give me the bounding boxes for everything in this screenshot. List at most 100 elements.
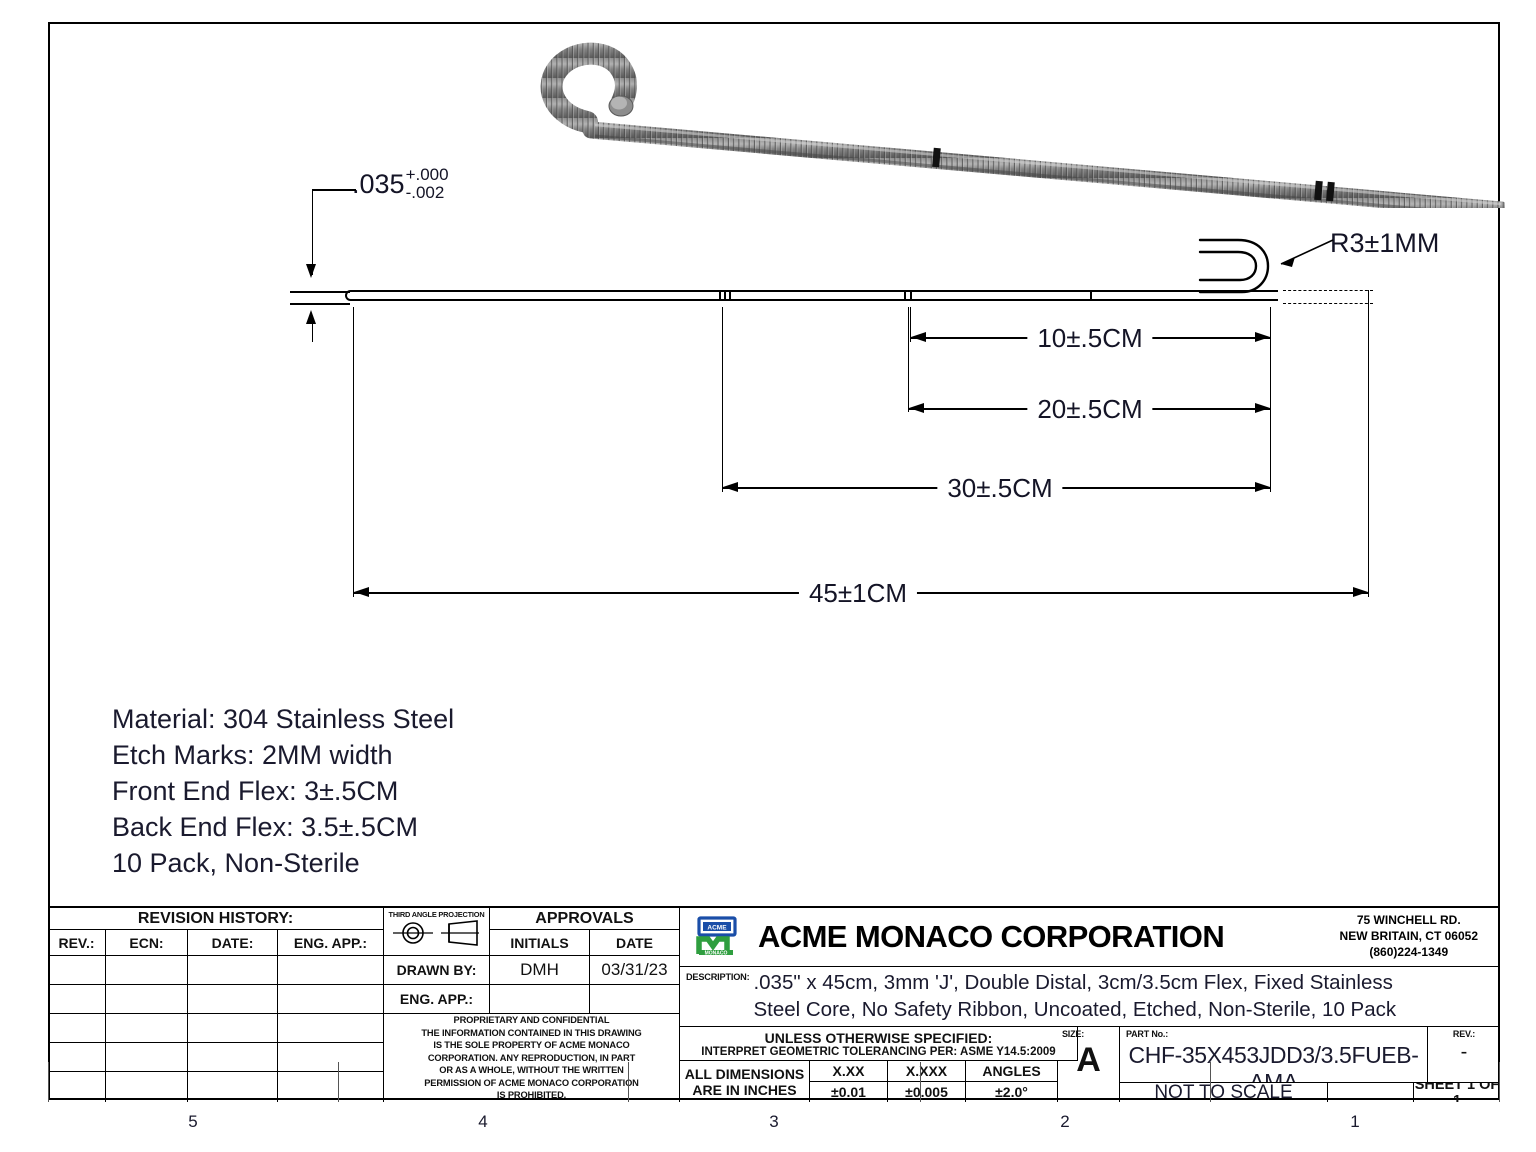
dim-label-30: 30±.5CM bbox=[937, 473, 1063, 504]
table-row[interactable] bbox=[188, 1072, 278, 1102]
proprietary-line-1: PROPRIETARY AND CONFIDENTIAL bbox=[453, 1015, 610, 1026]
table-row[interactable] bbox=[188, 1014, 278, 1043]
isometric-guidewire-render bbox=[495, 38, 1510, 219]
approvals-col-date: DATE bbox=[590, 930, 680, 956]
etch-mark bbox=[904, 290, 907, 301]
tolerance-heading-line-1: UNLESS OTHERWISE SPECIFIED: bbox=[764, 1029, 993, 1046]
revision-cell: REV.: - bbox=[1428, 1027, 1500, 1083]
phantom-line bbox=[1283, 290, 1373, 291]
table-row[interactable] bbox=[48, 1072, 106, 1102]
diameter-nominal: .035 bbox=[352, 169, 405, 200]
table-row[interactable] bbox=[48, 1043, 106, 1072]
j-hook-profile bbox=[1198, 232, 1294, 294]
etch-mark bbox=[724, 290, 727, 301]
table-row[interactable] bbox=[48, 956, 106, 985]
revision-col-rev: REV.: bbox=[48, 930, 106, 956]
table-row[interactable] bbox=[278, 1014, 384, 1043]
diameter-callout: .035 +.000 -.002 bbox=[352, 166, 449, 202]
svg-text:MONACO: MONACO bbox=[705, 950, 728, 956]
description-label: DESCRIPTION: bbox=[686, 972, 750, 982]
revision-col-ecn: ECN: bbox=[106, 930, 188, 956]
etch-band-group bbox=[932, 147, 1335, 202]
approvals-date-eng-app[interactable] bbox=[590, 985, 680, 1014]
zone-label-4: 4 bbox=[478, 1112, 488, 1131]
table-row[interactable] bbox=[278, 1072, 384, 1102]
tolerance-val-xx: ±0.01 bbox=[810, 1082, 888, 1102]
dim-arrow-left-10 bbox=[911, 332, 926, 342]
dim-ext-20 bbox=[908, 307, 909, 412]
proprietary-line-3: IS THE SOLE PROPERTY OF ACME MONACO bbox=[433, 1040, 630, 1051]
diameter-witness-bot bbox=[290, 303, 350, 305]
table-row[interactable] bbox=[106, 1014, 188, 1043]
part-number-label: PART No.: bbox=[1126, 1029, 1169, 1039]
table-row[interactable] bbox=[106, 1072, 188, 1102]
tolerance-col-xx: X.XX bbox=[810, 1061, 888, 1082]
table-row[interactable] bbox=[48, 1014, 106, 1043]
etch-mark bbox=[719, 290, 722, 301]
table-row[interactable] bbox=[278, 956, 384, 985]
table-row[interactable] bbox=[106, 956, 188, 985]
dim-arrow-left-30 bbox=[723, 482, 738, 492]
diameter-leader-vert bbox=[312, 189, 313, 275]
diameter-witness-top bbox=[290, 291, 350, 293]
description-line-1: .035" x 45cm, 3mm 'J', Double Distal, 3c… bbox=[753, 970, 1393, 994]
note-front-end-flex: Front End Flex: 3±.5CM bbox=[112, 775, 399, 806]
note-back-end-flex: Back End Flex: 3.5±.5CM bbox=[112, 811, 418, 842]
approvals-role-drawn-by: DRAWN BY: bbox=[384, 956, 490, 985]
dim-ext-30-right bbox=[1270, 307, 1271, 492]
dim-arrow-right-20 bbox=[1255, 403, 1270, 413]
wire-shaft bbox=[353, 290, 1278, 301]
phantom-line bbox=[1283, 303, 1373, 304]
etch-mark bbox=[1090, 290, 1093, 301]
tolerance-val-xxx: ±0.005 bbox=[888, 1082, 966, 1102]
tolerance-heading: UNLESS OTHERWISE SPECIFIED: INTERPRET GE… bbox=[680, 1027, 1078, 1061]
dim-arrow-right-30 bbox=[1255, 482, 1270, 492]
units-cell: ALL DIMENSIONS ARE IN INCHES bbox=[680, 1061, 810, 1102]
zone-strip: 5 4 3 2 1 bbox=[48, 1062, 1500, 1146]
dim-ext-45-right bbox=[1368, 290, 1369, 597]
table-row[interactable] bbox=[106, 985, 188, 1014]
approvals-initials-drawn-by[interactable]: DMH bbox=[490, 956, 590, 985]
description-cell: DESCRIPTION: .035" x 45cm, 3mm 'J', Doub… bbox=[680, 967, 1500, 1027]
table-row[interactable] bbox=[278, 985, 384, 1014]
revision-col-date: DATE: bbox=[188, 930, 278, 956]
proprietary-line-2: THE INFORMATION CONTAINED IN THIS DRAWIN… bbox=[421, 1027, 642, 1038]
zone-label-1: 1 bbox=[1350, 1112, 1360, 1131]
projection-label: THIRD ANGLE PROJECTION bbox=[388, 910, 485, 919]
table-row[interactable] bbox=[48, 985, 106, 1014]
table-row[interactable] bbox=[188, 956, 278, 985]
table-row[interactable] bbox=[188, 985, 278, 1014]
proprietary-line-7: IS PROHIBITED. bbox=[496, 1090, 567, 1101]
proprietary-notice: PROPRIETARY AND CONFIDENTIAL THE INFORMA… bbox=[384, 1014, 680, 1102]
dim-arrow-right-10 bbox=[1255, 332, 1270, 342]
note-pack-sterility: 10 Pack, Non-Sterile bbox=[112, 847, 360, 878]
tolerance-val-angles: ±2.0° bbox=[966, 1082, 1058, 1102]
drawing-border bbox=[48, 22, 1500, 1100]
dim-ext-10 bbox=[910, 307, 911, 342]
third-angle-projection-cell: THIRD ANGLE PROJECTION bbox=[384, 908, 490, 956]
zone-label-5: 5 bbox=[188, 1112, 198, 1131]
part-number-cell[interactable]: PART No.: CHF-35X453JDD3/3.5FUEB-AMA bbox=[1120, 1027, 1428, 1083]
units-line-2: ARE IN INCHES bbox=[692, 1081, 797, 1098]
note-etch-marks: Etch Marks: 2MM width bbox=[112, 739, 393, 770]
revision-history-heading: REVISION HISTORY: bbox=[48, 908, 384, 930]
address-line-2: NEW BRITAIN, CT 06052 bbox=[1339, 929, 1478, 944]
approvals-date-drawn-by[interactable]: 03/31/23 bbox=[590, 956, 680, 985]
approvals-initials-eng-app[interactable] bbox=[490, 985, 590, 1014]
revision-label: REV.: bbox=[1452, 1029, 1476, 1039]
diameter-arrow-up bbox=[306, 310, 316, 324]
table-row[interactable] bbox=[278, 1043, 384, 1072]
dim-arrow-left-45 bbox=[354, 587, 369, 597]
address-line-3: (860)224-1349 bbox=[1369, 944, 1449, 959]
tolerance-col-angles: ANGLES bbox=[966, 1061, 1058, 1082]
table-row[interactable] bbox=[188, 1043, 278, 1072]
dim-arrow-right-45 bbox=[1353, 587, 1368, 597]
diameter-tol-lower: -.002 bbox=[405, 182, 445, 202]
proprietary-line-6: PERMISSION OF ACME MONACO CORPORATION bbox=[424, 1077, 639, 1088]
radius-leader bbox=[1280, 239, 1334, 267]
scale-cell: NOT TO SCALE bbox=[1120, 1083, 1328, 1102]
table-row[interactable] bbox=[106, 1043, 188, 1072]
scale-spare-cell bbox=[1328, 1083, 1414, 1102]
approvals-role-eng-app: ENG. APP.: bbox=[384, 985, 490, 1014]
